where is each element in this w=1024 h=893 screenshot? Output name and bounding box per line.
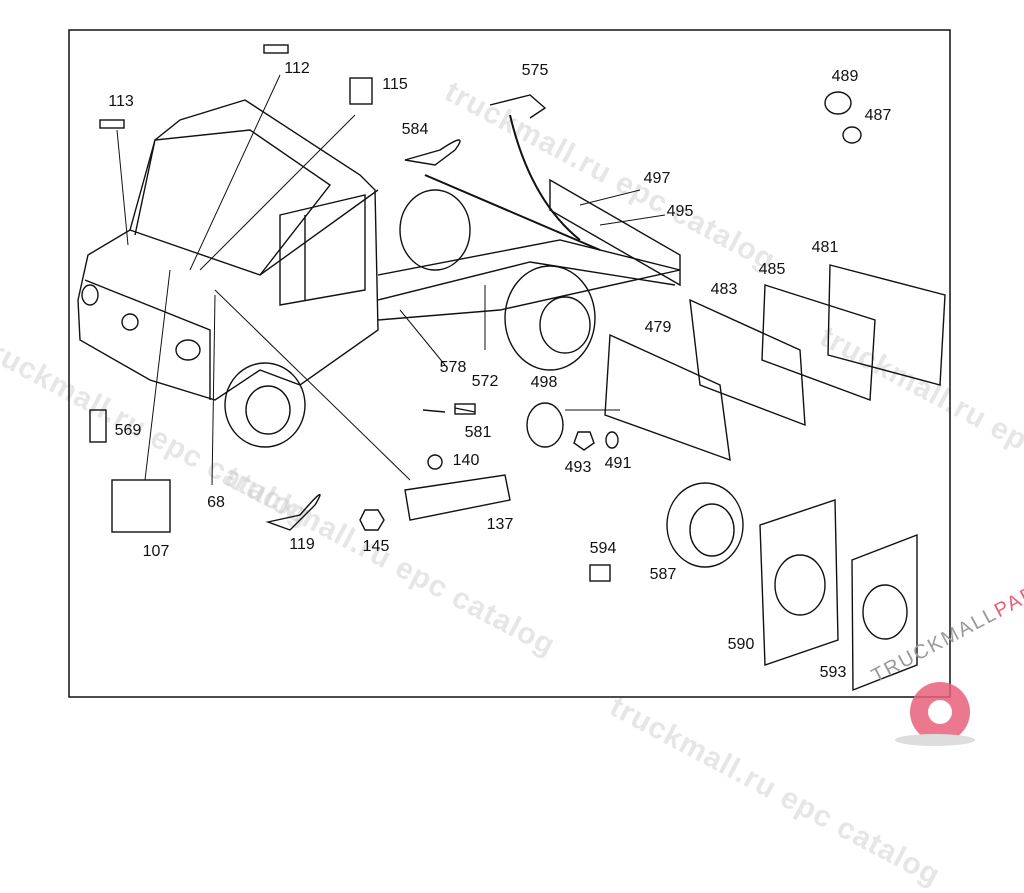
- relay-box-107: [111, 479, 171, 533]
- diagram-stroke: [84, 279, 211, 400]
- diagram-stroke: [399, 309, 446, 366]
- cable-tie-584: [404, 139, 461, 166]
- label-584: 584: [401, 121, 429, 138]
- nut-145: [359, 509, 385, 531]
- diagram-stroke: [81, 284, 99, 306]
- connector-581: [454, 403, 476, 415]
- label-489: 489: [831, 68, 859, 85]
- part-575: [489, 94, 547, 119]
- leader-lines: [116, 74, 666, 486]
- label-107: 107: [142, 543, 170, 560]
- diagram-stroke: [224, 362, 306, 448]
- grommet-498: [526, 402, 564, 448]
- diagram-frame: [68, 29, 951, 698]
- label-68: 68: [207, 494, 225, 511]
- label-495: 495: [666, 203, 694, 220]
- diagram-stroke: [214, 289, 411, 481]
- diagram-stroke: [77, 99, 379, 401]
- diagram-stroke: [121, 313, 139, 331]
- label-498: 498: [530, 374, 558, 391]
- part-112: [263, 44, 289, 54]
- diagram-stroke: [211, 294, 216, 486]
- label-572: 572: [471, 373, 499, 390]
- plate-593: [851, 533, 918, 692]
- label-575: 575: [521, 62, 549, 79]
- label-483: 483: [710, 281, 738, 298]
- label-137: 137: [486, 516, 514, 533]
- diagram-stroke: [377, 261, 676, 301]
- lens-483: [689, 298, 806, 427]
- diagram-stroke: [504, 265, 596, 371]
- label-115: 115: [382, 76, 408, 93]
- label-481: 481: [811, 239, 839, 256]
- wire-575: [509, 114, 581, 241]
- label-590: 590: [727, 636, 755, 653]
- relay-569: [89, 409, 107, 443]
- connector-578: [422, 407, 476, 413]
- parts-diagram: [68, 29, 975, 746]
- diagram-stroke: [774, 554, 826, 616]
- diagram-stroke: [689, 503, 735, 557]
- label-479: 479: [644, 319, 672, 336]
- truckmall-logo-gear: [895, 682, 975, 746]
- diagram-stroke: [245, 385, 291, 435]
- resistor-137: [404, 474, 511, 521]
- diagram-stroke: [862, 584, 908, 640]
- washer-491: [605, 431, 619, 449]
- diagram-stroke: [579, 189, 641, 206]
- diagram-stroke: [895, 734, 975, 746]
- chassis-frame: [377, 178, 681, 371]
- label-485: 485: [758, 261, 786, 278]
- diagram-stroke: [175, 339, 201, 361]
- diagram-stroke: [129, 189, 379, 276]
- diagram-stroke: [928, 700, 952, 724]
- label-587: 587: [649, 566, 677, 583]
- label-113: 113: [108, 93, 134, 110]
- diagram-stroke: [116, 129, 129, 246]
- label-119: 119: [289, 536, 315, 553]
- gasket-485: [761, 284, 876, 401]
- diagram-stroke: [189, 74, 281, 271]
- label-493: 493: [564, 459, 592, 476]
- bulb-487: [842, 126, 862, 144]
- nut-493: [573, 431, 595, 451]
- diagram-stroke: [134, 129, 332, 276]
- label-593: 593: [819, 664, 847, 681]
- wire-584: [424, 174, 601, 251]
- tail-lamp-479: [604, 333, 731, 462]
- screw-140: [427, 454, 443, 470]
- diagram-stroke: [399, 189, 471, 271]
- label-569: 569: [114, 422, 142, 439]
- diagram-stroke: [549, 178, 681, 287]
- bulb-489: [824, 91, 852, 115]
- diagram-stroke: [144, 269, 171, 481]
- diagram-stroke: [539, 296, 591, 354]
- cover-590: [759, 499, 839, 666]
- diagram-stroke: [377, 239, 681, 321]
- label-497: 497: [643, 170, 671, 187]
- label-487: 487: [864, 107, 892, 124]
- label-581: 581: [464, 424, 492, 441]
- part-115: [349, 77, 373, 105]
- label-145: 145: [362, 538, 390, 555]
- diagram-stroke: [599, 214, 666, 226]
- part-113: [99, 119, 125, 129]
- cable-tie-119: [265, 493, 321, 531]
- label-140: 140: [452, 452, 480, 469]
- label-594: 594: [589, 540, 617, 557]
- truck-cab: [77, 99, 379, 448]
- diagram-stroke: [199, 114, 356, 271]
- label-491: 491: [604, 455, 632, 472]
- lamp-481: [827, 264, 946, 386]
- label-112: 112: [284, 60, 310, 77]
- horn-587: [666, 482, 744, 568]
- diagram-stroke: [279, 194, 366, 306]
- sensor-594: [589, 564, 611, 582]
- label-578: 578: [439, 359, 467, 376]
